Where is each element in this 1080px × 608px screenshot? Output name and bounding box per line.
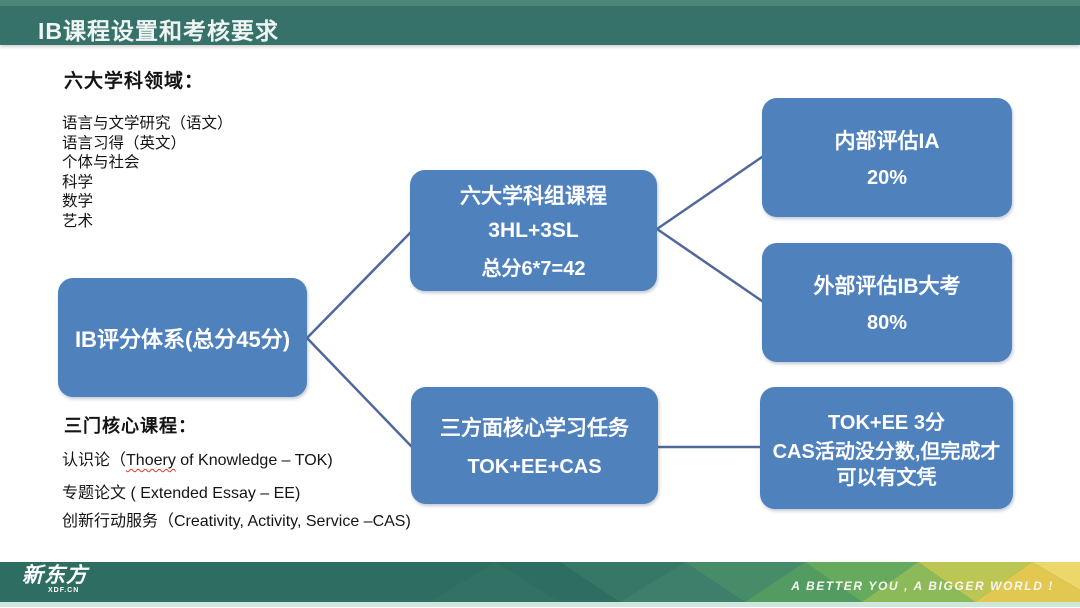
subjects-list: 语言与文学研究（语文） 语言习得（英文） 个体与社会 科学 数学 艺术	[62, 114, 233, 231]
new-oriental-logo: 新东方 XDF.CN	[22, 565, 88, 594]
node-internal-assessment: 内部评估IA 20%	[762, 98, 1012, 217]
node-ib-rating-system: IB评分体系(总分45分)	[58, 278, 307, 397]
core-courses-heading: 三门核心课程：	[64, 416, 197, 436]
node-core-scores: TOK+EE 3分 CAS活动没分数,但完成才可以有文凭	[760, 387, 1013, 509]
page-title: IB课程设置和考核要求	[38, 18, 279, 44]
core-course-item: 认识论（Thoery of Knowledge – TOK)	[62, 446, 333, 470]
spellcheck-underlined-word: Thoery	[126, 452, 176, 469]
node-label: 三方面核心学习任务	[440, 417, 629, 440]
node-value: 80%	[866, 312, 908, 334]
header-bar: IB课程设置和考核要求	[0, 0, 1080, 45]
core-course-text: of Knowledge – TOK)	[175, 452, 333, 469]
node-six-subject-groups: 六大学科组课程 3HL+3SL 总分6*7=42	[410, 170, 657, 291]
node-external-assessment: 外部评估IB大考 80%	[762, 243, 1012, 362]
subjects-heading: 六大学科领域：	[64, 71, 205, 92]
node-core-learning-tasks: 三方面核心学习任务 TOK+EE+CAS	[411, 387, 658, 504]
list-item: 艺术	[62, 212, 94, 230]
list-item: 科学	[62, 173, 94, 191]
node-label: 内部评估IA	[834, 130, 940, 153]
node-label: 外部评估IB大考	[813, 275, 961, 298]
node-value: 20%	[866, 167, 908, 189]
logo-text: 新东方	[22, 564, 88, 587]
core-course-text: 认识论（	[62, 452, 127, 469]
node-label: 六大学科组课程	[460, 185, 607, 209]
node-label: 3HL+3SL	[488, 218, 579, 242]
footer-bar: 新东方 XDF.CN A BETTER YOU , A BIGGER WORLD…	[0, 562, 1080, 602]
footer-tagline: A BETTER YOU , A BIGGER WORLD !	[791, 579, 1054, 593]
list-item: 语言与文学研究（语文）	[62, 115, 233, 132]
core-course-item: 专题论文 ( Extended Essay – EE)	[62, 485, 301, 502]
list-item: 个体与社会	[62, 154, 140, 171]
node-label: IB评分体系(总分45分)	[74, 326, 291, 352]
core-course-item: 创新行动服务（Creativity, Activity, Service –CA…	[62, 513, 411, 530]
footer-accent-strip	[0, 602, 1080, 607]
logo-domain: XDF.CN	[48, 587, 80, 594]
node-label: 总分6*7=42	[481, 257, 586, 280]
node-label: TOK+EE+CAS	[467, 456, 602, 478]
footer-polygon-pattern	[0, 562, 1080, 602]
node-label: CAS活动没分数,但完成才可以有文凭	[772, 440, 1001, 489]
list-item: 语言习得（英文）	[62, 134, 187, 152]
list-item: 数学	[62, 193, 94, 210]
node-label: TOK+EE 3分	[828, 411, 945, 434]
